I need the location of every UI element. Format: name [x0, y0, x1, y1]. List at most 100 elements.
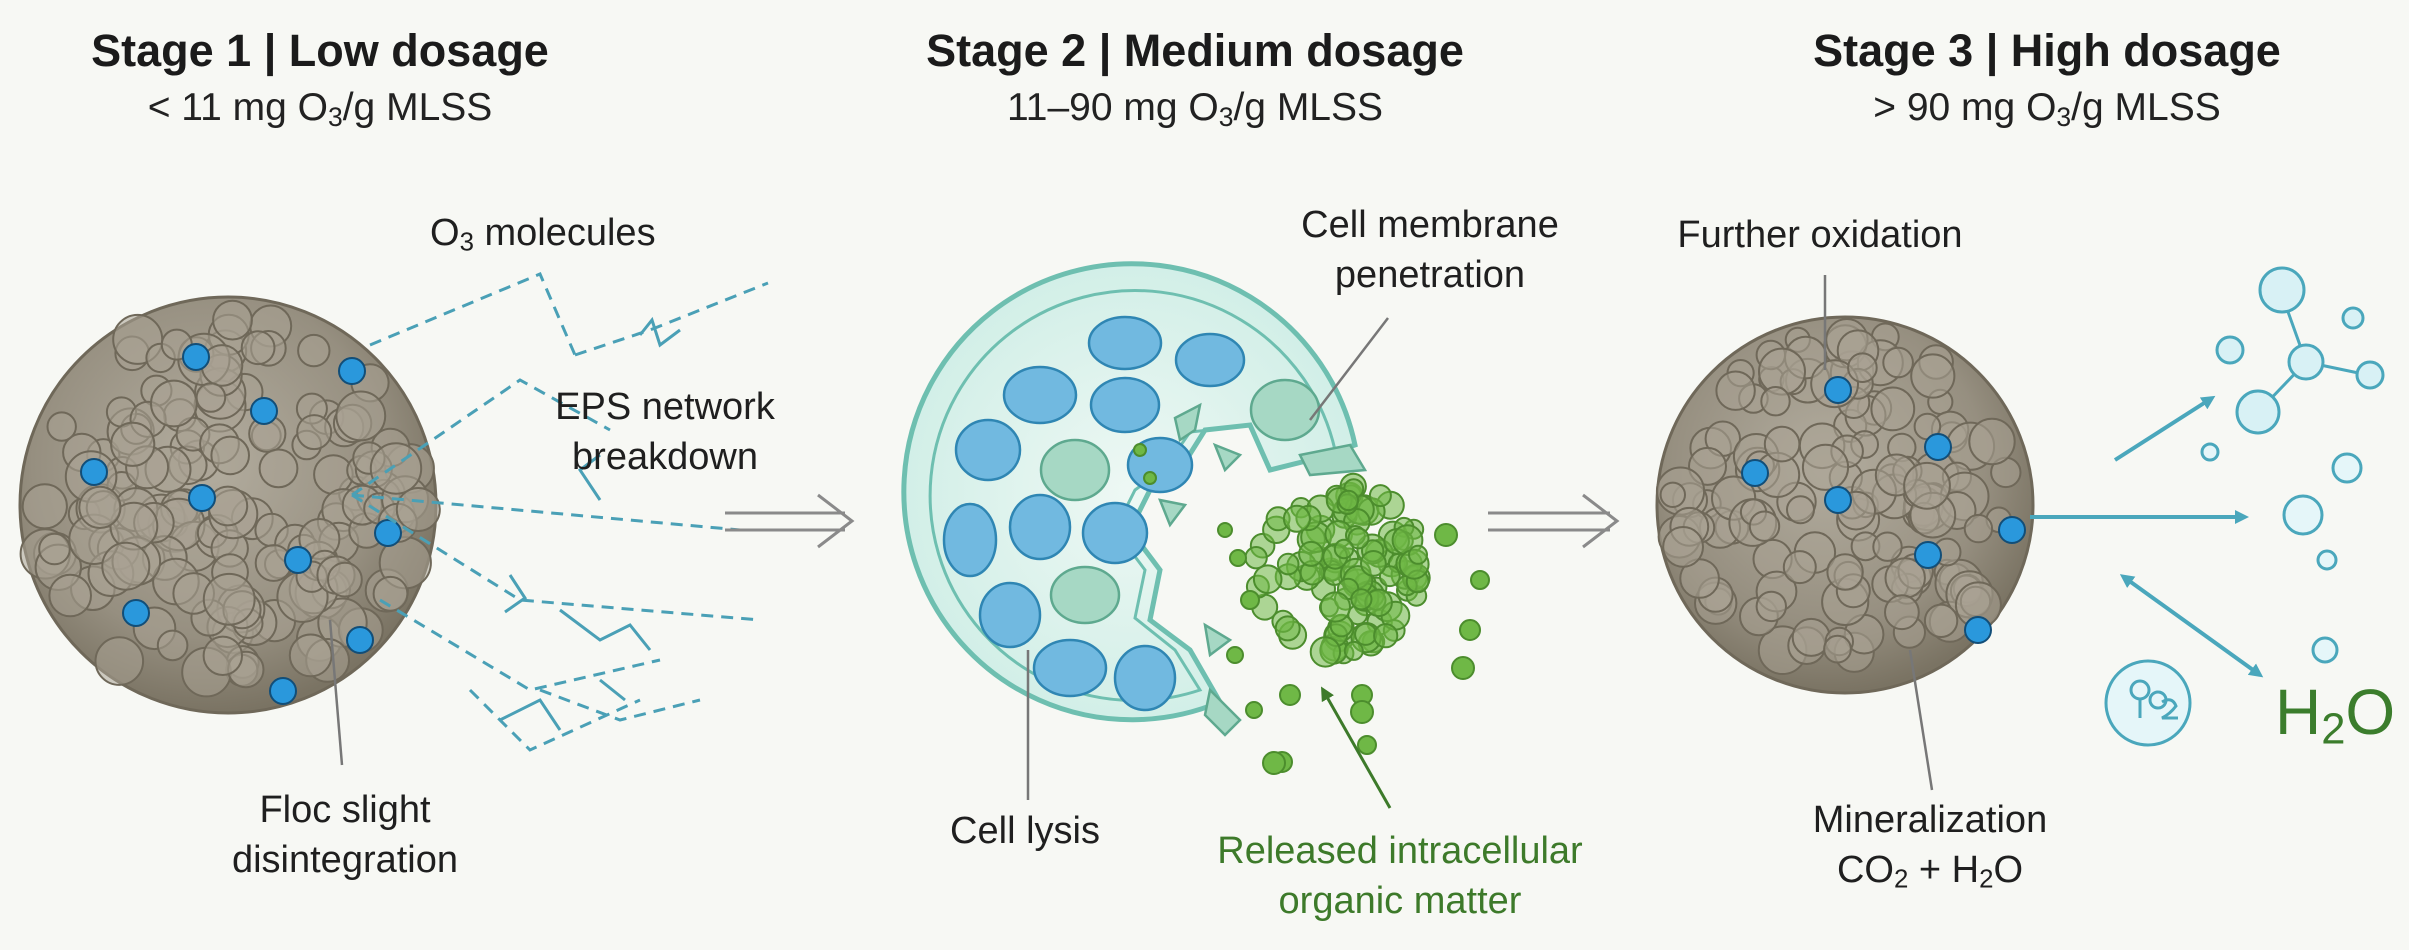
released-organic-matter	[1244, 472, 1431, 668]
texture-bump	[1373, 623, 1399, 649]
floc-disintegration-label: Floc slight disintegration	[200, 785, 490, 885]
texture-bump	[156, 629, 189, 662]
mineral-co-sub: 2	[1893, 865, 1909, 894]
texture-bump	[240, 330, 276, 366]
stage-1-dose: < 11 mg O3/g MLSS	[0, 82, 640, 134]
floc-label-line-2: disintegration	[231, 839, 459, 881]
texture-bump	[1354, 622, 1378, 646]
stage-1-dose-prefix: < 11 mg O	[147, 86, 328, 129]
mineral-o: O	[1993, 849, 2024, 891]
texture-bump	[258, 448, 299, 489]
mineral-label-line-2: CO2 + H2O	[1780, 845, 2080, 895]
texture-bump	[101, 541, 151, 591]
texture-bump	[369, 442, 423, 495]
product-arrows	[2030, 395, 2264, 678]
mineral-label-line-1: Mineralization	[1812, 799, 2048, 841]
texture-bump	[1872, 531, 1903, 562]
texture-bump	[1298, 540, 1325, 567]
o3-dot	[1824, 376, 1852, 404]
o3-dot	[1914, 541, 1942, 569]
texture-bump	[288, 633, 333, 678]
texture-bump	[1360, 550, 1387, 577]
stage-1-title: Stage 1 | Low dosage	[91, 25, 549, 76]
texture-bump	[1760, 386, 1791, 417]
eps-network-lines	[351, 272, 769, 752]
process-arrow-2	[1488, 493, 1620, 549]
membrane-penetration-label: Cell membrane penetration	[1270, 200, 1590, 300]
texture-bump	[1252, 564, 1283, 595]
texture-bump	[1309, 636, 1342, 668]
texture-bump	[212, 299, 253, 341]
texture-bump	[1763, 425, 1801, 463]
texture-bump	[296, 414, 333, 451]
texture-bump	[46, 411, 77, 442]
o3-dot	[1924, 433, 1952, 461]
floc-label-line-1: Floc slight	[259, 789, 431, 831]
o3-dot	[1824, 486, 1852, 514]
o3-dot	[188, 484, 216, 512]
o3-dot	[1964, 616, 1992, 644]
texture-bump	[1408, 544, 1428, 565]
texture-bump	[327, 561, 363, 598]
eps-network-label: EPS network breakdown	[545, 382, 785, 482]
stage-2-dose: 11–90 mg O3/g MLSS	[875, 82, 1515, 134]
released-label-line-2: organic matter	[1278, 880, 1522, 922]
stage-3-title: Stage 3 | High dosage	[1813, 25, 2281, 76]
texture-bump	[1870, 386, 1916, 432]
stage-3-dose: > 90 mg O3/g MLSS	[1727, 82, 2367, 134]
texture-bump	[1350, 588, 1373, 611]
membrane-leader-line	[1309, 317, 1389, 421]
o3-dot	[122, 599, 150, 627]
mineralization-label: Mineralization CO2 + H2O	[1780, 795, 2080, 895]
texture-bump	[1847, 352, 1878, 384]
released-label-line-1: Released intracellular	[1217, 830, 1583, 872]
o3-dot	[338, 357, 366, 385]
stage-2-dose-suffix: /g MLSS	[1233, 86, 1384, 129]
stage-1-dose-suffix: /g MLSS	[342, 86, 493, 129]
o3-dot	[1998, 516, 2026, 544]
texture-bump	[1782, 550, 1817, 585]
o3-dot	[374, 519, 402, 547]
floc-1-texture	[19, 299, 441, 698]
cell-lysis-label: Cell lysis	[950, 810, 1100, 852]
o3-molecules-label: O3 molecules	[430, 208, 656, 258]
texture-bump	[1786, 495, 1815, 525]
texture-bump	[1274, 615, 1301, 642]
process-arrow-1	[725, 493, 855, 549]
floc-stage-3	[1655, 315, 2035, 695]
organic-particles	[1133, 443, 1490, 775]
stage-3-dose-suffix: /g MLSS	[2071, 86, 2221, 129]
eps-label-line-1: EPS network	[555, 386, 775, 428]
texture-bump	[1343, 640, 1364, 661]
texture-bump	[1368, 484, 1392, 508]
o3-dot	[80, 458, 108, 486]
texture-bump	[297, 333, 331, 368]
texture-bump	[1319, 591, 1352, 623]
texture-bump	[1882, 346, 1914, 379]
stage-2-header: Stage 2 | Medium dosage 11–90 mg O3/g ML…	[875, 20, 1515, 134]
o3-dot	[250, 397, 278, 425]
o3-dots-stage-3	[1741, 376, 2026, 644]
o3-dot	[182, 343, 210, 371]
texture-bump	[38, 532, 71, 566]
o3-dot	[284, 546, 312, 574]
texture-bump	[1963, 513, 1994, 544]
o2-bubble-icon	[2104, 659, 2192, 747]
texture-bump	[1337, 489, 1360, 512]
texture-bump	[78, 485, 122, 529]
floc-stage-1	[18, 295, 441, 715]
texture-bump	[1903, 461, 1951, 510]
floc-leader-line	[328, 619, 344, 766]
o3-dot	[269, 677, 297, 705]
texture-bump	[1823, 634, 1852, 664]
texture-bump	[1276, 552, 1300, 576]
texture-bump	[1884, 594, 1920, 631]
o3-label-sub: 3	[459, 228, 474, 257]
texture-bump	[202, 635, 244, 676]
texture-bump	[1347, 527, 1370, 550]
h2o-o: O	[2345, 676, 2396, 748]
texture-bump	[1910, 353, 1956, 399]
co2-molecule-icon	[2215, 266, 2385, 435]
o3-dots-stage-1	[80, 343, 402, 705]
